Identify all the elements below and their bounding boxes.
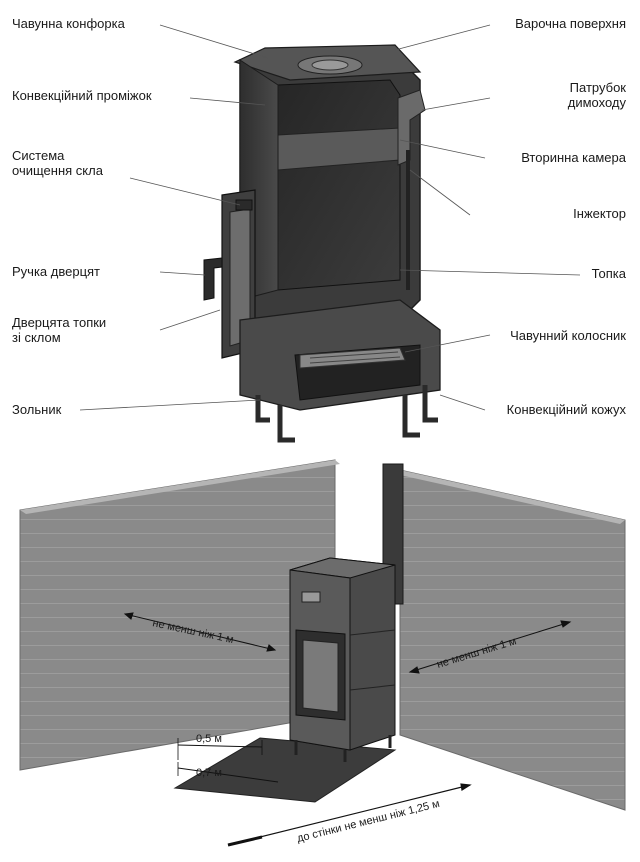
pad-depth-dimension <box>177 762 279 783</box>
label-door-handle: Ручка дверцят <box>12 264 101 279</box>
leader-lines-right <box>394 24 581 411</box>
glass-cleaning-vent <box>235 199 253 211</box>
label-cooking-surface: Варочна поверхня <box>515 16 626 31</box>
front-distance-label: до стінки не менш ніж 1,25 м <box>296 798 441 845</box>
stove-cutaway-illustration <box>79 24 581 443</box>
label-firebox: Топка <box>591 266 626 281</box>
label-secondary-chamber: Вторинна камера <box>521 150 626 165</box>
label-convection-gap: Конвекційний проміжок <box>12 88 152 103</box>
left-distance-arrow <box>123 612 277 652</box>
label-ash-pan: Зольник <box>12 402 62 417</box>
stove-base <box>239 299 441 443</box>
stove-small <box>289 557 396 762</box>
pad-width-dimension <box>177 738 263 760</box>
floor-pad <box>173 737 397 803</box>
firebox-door-shape <box>221 189 256 359</box>
pad-width-label: 0,5 м <box>196 733 222 745</box>
stove-upper-body <box>233 44 422 321</box>
installation-clearance-diagram: не менш ніж 1 м не менш ніж 1 м 0,5 м 0,… <box>19 459 626 847</box>
pad-depth-label: 0,7 м <box>196 767 222 779</box>
right-distance-arrow <box>408 620 572 674</box>
leader-lines-left <box>79 24 269 411</box>
label-cast-iron-grate: Чавунний колосник <box>510 328 626 343</box>
chimney-pipe-shape <box>397 89 426 166</box>
label-cast-iron-hob: Чавунна конфорка <box>12 16 125 31</box>
left-wall <box>19 459 340 771</box>
door-handle-shape <box>203 257 223 301</box>
front-distance-arrow <box>227 783 472 847</box>
label-convection-casing: Конвекційний кожух <box>506 402 626 417</box>
label-injector: Інжектор <box>573 206 626 221</box>
